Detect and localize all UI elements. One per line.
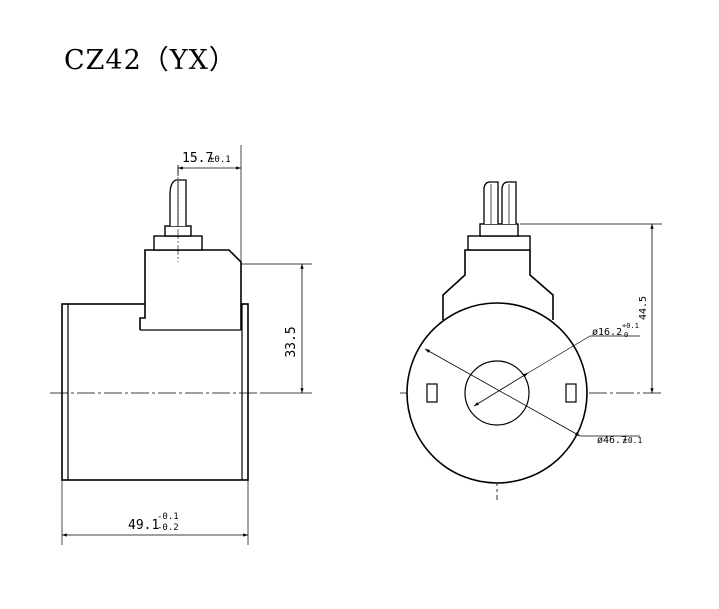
dim-inner-dia-tol-lower: 0 <box>624 331 628 339</box>
dim-outer-dia: ø46.7 <box>597 435 627 446</box>
dim-top-offset: 15.7 <box>182 151 213 166</box>
dim-height: 33.5 <box>284 326 299 357</box>
dim-outer-dia-tol: ±0.1 <box>623 436 642 445</box>
dim-width-tol-upper: -0.1 <box>157 512 179 522</box>
side-view <box>50 145 312 545</box>
dim-total-height: 44.5 <box>638 296 649 320</box>
dim-inner-dia-tol-upper: +0.1 <box>622 322 639 330</box>
front-view <box>400 181 662 500</box>
dim-line-inner-dia <box>473 372 529 407</box>
front-gland <box>467 235 531 251</box>
dim-width: 49.1 <box>128 518 159 533</box>
front-outer-circle <box>406 302 588 484</box>
side-connector-housing <box>139 249 242 330</box>
dim-inner-dia: ø16.2 <box>592 327 622 338</box>
dim-width-tol-lower: -0.2 <box>157 523 179 533</box>
dim-top-offset-tol: ±0.1 <box>209 155 231 165</box>
drawing-title: CZ42（YX） <box>64 45 237 76</box>
